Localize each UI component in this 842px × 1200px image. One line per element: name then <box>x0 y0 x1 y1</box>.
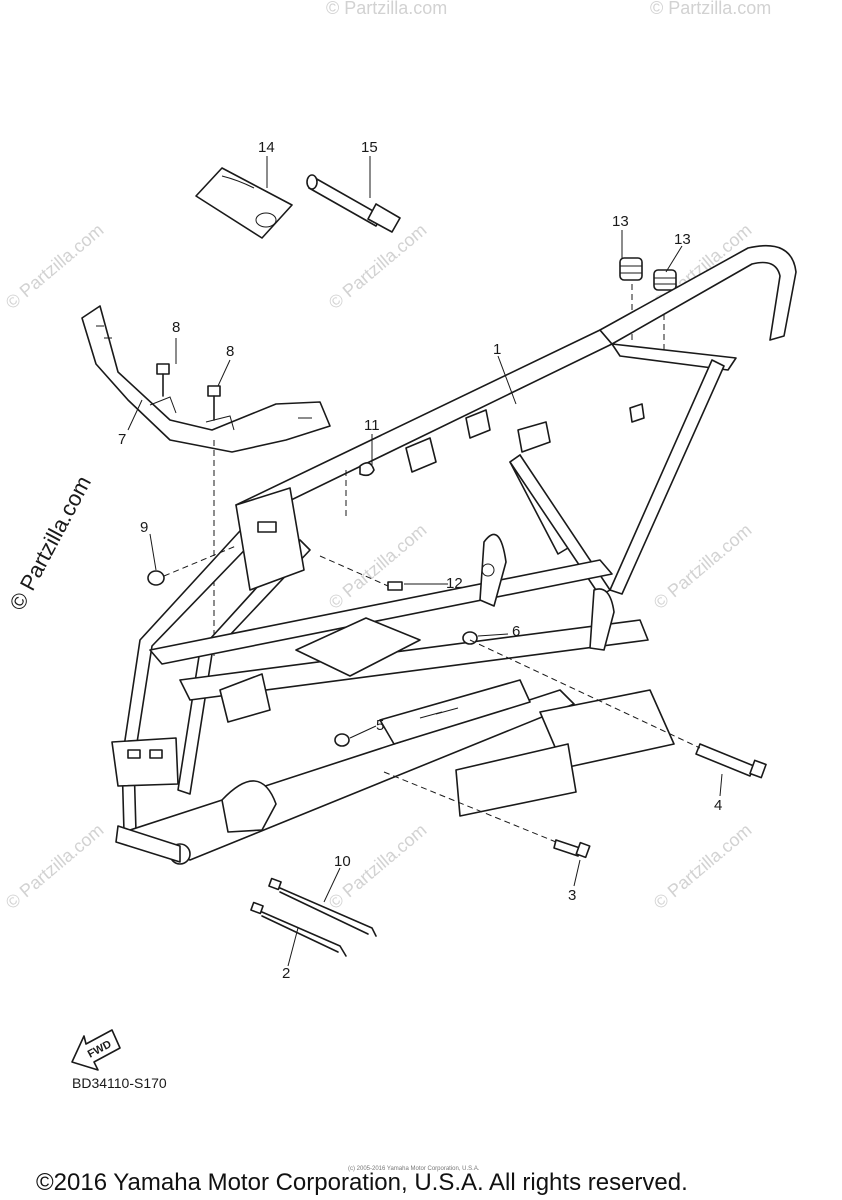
callout-1: 1 <box>493 341 501 358</box>
partzilla-brand-watermark: © Partzilla.com <box>4 472 96 615</box>
callout-3: 3 <box>568 887 576 904</box>
part-13-bushing-right <box>653 269 677 291</box>
part-7-front-bracket <box>81 305 331 453</box>
callout-13-left: 13 <box>612 213 629 230</box>
part-6-nut <box>462 631 478 645</box>
bolt-3-alignment-line <box>383 771 557 843</box>
leader-lines <box>127 156 723 967</box>
callout-14: 14 <box>258 139 275 156</box>
part-1-main-frame <box>111 244 797 865</box>
part-5-nut <box>334 733 350 747</box>
callout-15: 15 <box>361 139 378 156</box>
diagram-code: BD34110-S170 <box>72 1075 167 1091</box>
callout-6: 6 <box>512 623 520 640</box>
part-8-bolt-left <box>156 363 170 397</box>
part-4-long-bolt <box>695 743 767 779</box>
callout-8-right: 8 <box>226 343 234 360</box>
callout-5: 5 <box>376 717 384 734</box>
part-12-clip <box>387 581 403 591</box>
part-14-grease-pack <box>195 167 293 239</box>
clip-alignment-line <box>319 555 389 587</box>
part-11-clamp <box>359 462 375 477</box>
part-3-bolt <box>553 839 591 859</box>
callout-11: 11 <box>364 417 380 434</box>
part-15-tube <box>306 174 401 233</box>
part-8-bolt-right <box>207 385 221 421</box>
footer-copyright: ©2016 Yamaha Motor Corporation, U.S.A. A… <box>36 1169 688 1196</box>
callout-4: 4 <box>714 797 722 814</box>
callout-10: 10 <box>334 853 351 870</box>
watermark-text: © Partzilla.com <box>650 820 756 913</box>
watermark-text: © Partzilla.com <box>2 220 108 313</box>
watermark-text: © Partzilla.com <box>650 0 771 18</box>
part-10-cable-tie <box>268 877 377 937</box>
callout-layer: 1 2 3 4 5 6 7 8 8 9 10 11 12 13 13 14 15 <box>118 139 722 982</box>
callout-13-right: 13 <box>674 231 691 248</box>
part-2-cable-tie <box>250 901 347 957</box>
callout-8-left: 8 <box>172 319 180 336</box>
watermark-text: © Partzilla.com <box>325 220 431 313</box>
small-copyright: (c) 2005-2016 Yamaha Motor Corporation, … <box>348 1166 480 1172</box>
callout-9: 9 <box>140 519 148 536</box>
forward-arrow-icon: FWD <box>71 1029 121 1071</box>
callout-12: 12 <box>446 575 463 592</box>
callout-7: 7 <box>118 431 126 448</box>
nut-alignment-line <box>163 545 237 577</box>
part-9-nut <box>147 570 165 586</box>
part-13-bushing-left <box>619 257 643 281</box>
watermark-text: © Partzilla.com <box>326 0 447 18</box>
watermark-text: © Partzilla.com <box>2 820 108 913</box>
callout-2: 2 <box>282 965 290 982</box>
watermark-text: © Partzilla.com <box>650 520 756 613</box>
long-bolt-alignment-line <box>469 639 701 749</box>
